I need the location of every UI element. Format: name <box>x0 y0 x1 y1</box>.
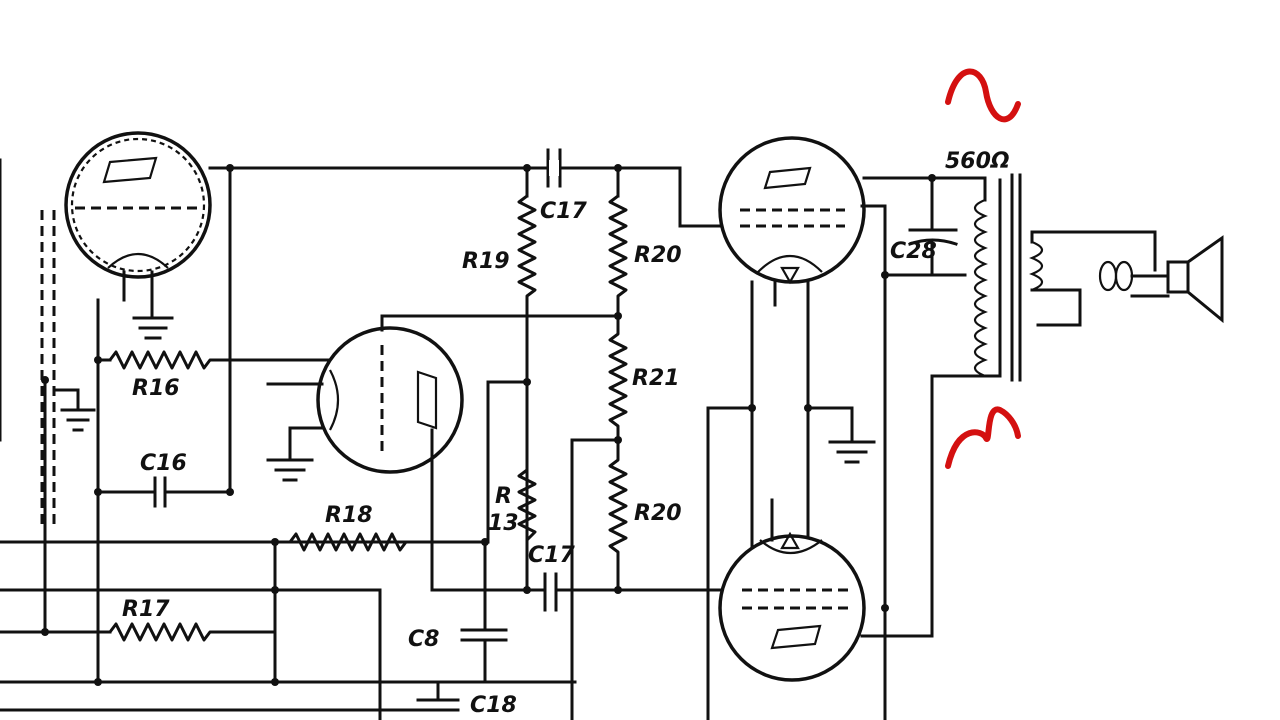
sine-wave-icon <box>945 68 1021 123</box>
capacitor-c28: C28 <box>883 176 967 277</box>
vacuum-tube-3 <box>718 136 934 720</box>
ground-icon <box>132 316 174 340</box>
capacitor-c17-top: C17 <box>540 148 587 224</box>
resistor-r19: R19 <box>462 166 537 590</box>
label-r13-a: R <box>495 484 512 509</box>
vacuum-tube-4 <box>718 498 934 682</box>
label-c28: C28 <box>890 239 937 264</box>
label-r13-b: 13 <box>488 511 519 536</box>
resistor-r20-top: R20 <box>608 166 682 316</box>
label-r21: R21 <box>632 366 680 391</box>
label-c17-bottom: C17 <box>528 543 575 568</box>
label-r17: R17 <box>122 597 170 622</box>
resistor-r16: R16 <box>96 350 330 401</box>
label-r19: R19 <box>462 249 510 274</box>
label-r20-top: R20 <box>634 243 682 268</box>
label-c16: C16 <box>140 451 187 476</box>
speaker-icon <box>1166 235 1224 324</box>
capacitor-c8: C8 <box>408 540 508 684</box>
junction-dots <box>41 164 936 686</box>
capacitor-c17-bottom: C17 <box>430 543 742 612</box>
resistor-r21: R21 <box>608 316 680 440</box>
label-r16: R16 <box>132 376 180 401</box>
vacuum-tube-2 <box>266 314 622 592</box>
sine-wave-icon <box>945 406 1021 469</box>
label-r18: R18 <box>325 503 373 528</box>
label-560-ohms: 560Ω <box>945 149 1010 174</box>
vacuum-tube-1 <box>64 131 212 317</box>
label-c18: C18 <box>470 693 517 718</box>
label-c8: C8 <box>408 627 439 652</box>
label-c17-top: C17 <box>540 199 587 224</box>
resistor-r13: R 13 <box>486 380 537 544</box>
ground-icon <box>52 388 96 432</box>
resistor-r18: R18 <box>275 503 485 552</box>
ground-icon <box>828 406 876 464</box>
capacitor-c18: C18 <box>416 680 517 718</box>
resistor-r17: R17 <box>45 597 275 642</box>
ground-icon <box>266 458 314 482</box>
label-r20-bottom: R20 <box>634 501 682 526</box>
resistor-r20-bottom: R20 <box>608 440 682 590</box>
capacitor-c16: C16 <box>96 451 232 508</box>
output-transformer: 560Ω <box>930 149 1170 638</box>
